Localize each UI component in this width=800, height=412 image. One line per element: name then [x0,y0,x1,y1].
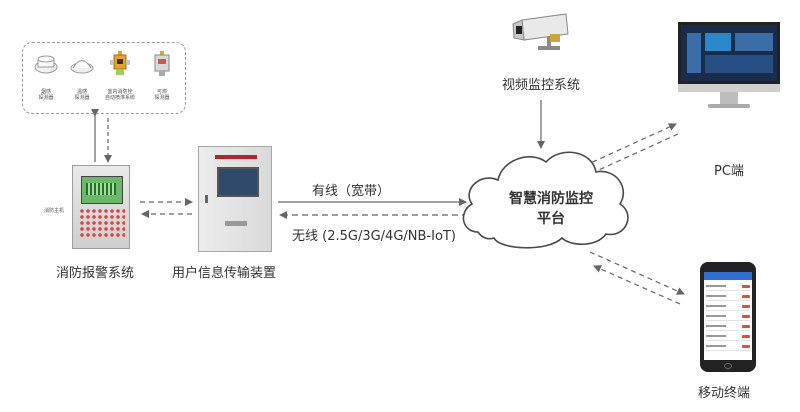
transmission-label: 用户信息传输装置 [172,266,277,281]
pc-monitor-icon [678,22,780,108]
fire-host-label: 消防主机 [44,208,65,214]
detector-group: 烟感探测器 温感探测器 室内消防栓自动喷淋系统 [22,42,186,114]
smoke-detector-icon [34,55,58,74]
cloud-title-line2: 平台 [537,211,565,227]
wireless-link-label: 无线 (2.5G/3G/4G/NB-IoT) [292,229,456,244]
cloud-title-line1: 智慧消防监控 [509,191,593,207]
sprinkler-valve-icon [110,51,130,75]
fire-alarm-panel-icon [72,165,130,249]
detector-label: 可燃探测器 [154,89,170,101]
cloud-shape [462,151,629,249]
mobile-phone-icon [700,262,756,372]
detector-label: 温感探测器 [74,89,90,101]
gas-detector-icon [154,51,170,76]
detector-label: 室内消防栓自动喷淋系统 [104,89,135,101]
arrow-pc-to-cloud [589,133,679,175]
mobile-label: 移动终端 [698,386,751,401]
pc-label: PC端 [714,164,744,179]
security-camera-icon [512,13,569,50]
detector-label: 烟感探测器 [38,89,54,101]
arrow-mobile-to-cloud [593,265,681,305]
heat-detector-icon [70,60,94,74]
detector-gas: 可燃探测器 [147,49,177,105]
video-label: 视频监控系统 [502,78,581,93]
arrow-cloud-to-mobile [589,251,685,295]
detector-heat: 温感探测器 [67,49,97,105]
wired-link-label: 有线（宽带） [312,184,391,199]
arrow-cloud-to-pc [583,123,677,167]
detector-sprinkler: 室内消防栓自动喷淋系统 [105,49,135,105]
fire-alarm-label: 消防报警系统 [56,266,135,281]
detector-smoke: 烟感探测器 [31,49,61,105]
transmission-device-icon [198,146,272,252]
